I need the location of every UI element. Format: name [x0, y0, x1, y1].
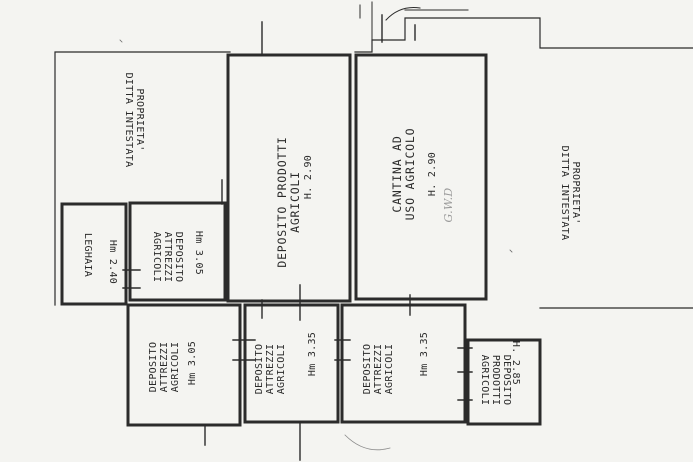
room-outline-deposito-prodotti-small	[466, 338, 542, 426]
hatch-mark	[119, 39, 513, 253]
room-outline-deposito-attrezzi-4	[340, 303, 467, 424]
room-outline-cantina	[354, 53, 488, 301]
door-swing-top	[385, 7, 421, 21]
room-height-leghaia: Hm 2.40	[107, 239, 118, 285]
property-label-right: PROPRIETA' DITTA INTESTATA	[559, 145, 581, 241]
property-boundary-line	[54, 17, 693, 309]
room-height-deposito-prodotti: H. 2.90	[303, 154, 314, 200]
room-height-deposito-attrezzi-2: Hm 3.05	[187, 340, 198, 386]
room-height-deposito-prodotti-small: H. 2.85	[510, 340, 521, 386]
room-name-deposito-prodotti: DEPOSITO PRODOTTI AGRICOLI	[275, 136, 302, 268]
room-name-deposito-attrezzi-2: DEPOSITO ATTREZZI AGRICOLI	[148, 341, 181, 393]
room-name-leghaia: LEGHAIA	[82, 232, 93, 278]
room-outline-deposito-attrezzi-3	[243, 303, 340, 424]
room-name-deposito-prodotti-small: DEPOSITO PRODOTTI AGRICOLI	[479, 354, 512, 406]
room-name-deposito-attrezzi-3: DEPOSITO ATTREZZI AGRICOLI	[254, 343, 287, 395]
room-height-deposito-attrezzi-3: Hm 3.35	[307, 331, 318, 377]
room-name-deposito-attrezzi-4: DEPOSITO ATTREZZI AGRICOLI	[362, 343, 395, 395]
handwritten-note: G.W.D	[442, 187, 455, 223]
room-height-cantina: H. 2.90	[427, 151, 438, 197]
room-name-cantina: CANTINA AD USO AGRICOLO	[390, 127, 417, 221]
room-name-deposito-attrezzi-1: DEPOSITO ATTREZZI AGRICOLI	[151, 231, 184, 283]
room-height-deposito-attrezzi-4: Hm 3.35	[419, 331, 430, 377]
wall-left-stub	[60, 202, 128, 306]
room-height-deposito-attrezzi-1: Hm 3.05	[193, 230, 204, 276]
property-label-left: PROPRIETA' DITTA INTESTATA	[123, 72, 145, 168]
room-outline-deposito-attrezzi-1	[128, 201, 227, 302]
room-outline-deposito-attrezzi-2	[126, 303, 242, 427]
room-outline-deposito-prodotti	[226, 53, 352, 303]
door-swing-bottom	[344, 434, 391, 451]
door-ticks	[122, 14, 473, 461]
property-boundary-line-top	[359, 1, 469, 41]
